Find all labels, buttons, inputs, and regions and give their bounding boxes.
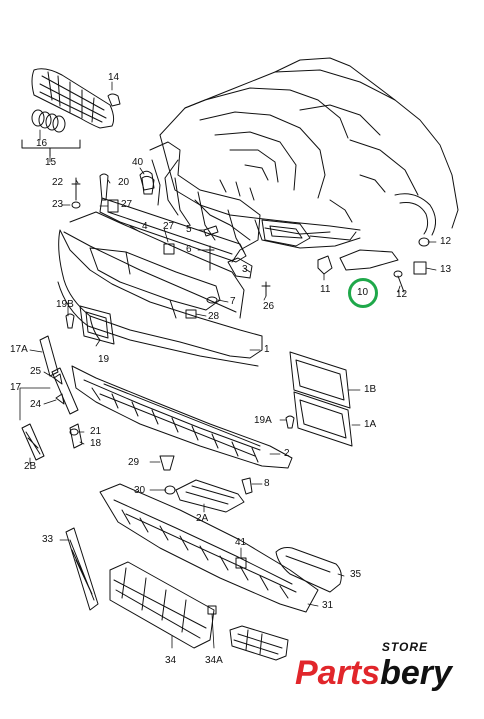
callout-26: 26 — [263, 301, 275, 312]
callout-3: 3 — [242, 264, 248, 275]
callout-15: 15 — [45, 157, 57, 168]
callout-13: 13 — [440, 264, 452, 275]
grille-insert-2a — [175, 479, 245, 513]
side-trim-17a — [39, 335, 59, 377]
trim-35 — [275, 547, 342, 593]
callout-18: 18 — [90, 438, 102, 449]
headlight — [261, 219, 311, 247]
callout-20: 20 — [118, 177, 130, 188]
callout-21: 21 — [90, 426, 102, 437]
callout-2a: 2A — [196, 513, 209, 524]
callout-8: 8 — [264, 478, 270, 489]
side-trim-17 — [51, 367, 79, 415]
callout-19a: 19A — [254, 415, 272, 426]
callout-14: 14 — [108, 72, 120, 83]
callout-17a: 17A — [10, 344, 28, 355]
callout-27-a: 27 — [121, 199, 133, 210]
leader-lines — [19, 81, 437, 649]
center-grille-34 — [109, 561, 215, 649]
callout-2b: 2B — [24, 461, 37, 472]
callout-35: 35 — [350, 569, 362, 580]
bracket-15-16 — [21, 139, 81, 157]
callout-5: 5 — [186, 224, 192, 235]
license-plate-base — [79, 305, 115, 345]
callout-2: 2 — [284, 448, 290, 459]
highlight-ring-part-10 — [348, 278, 378, 308]
side-grille-33 — [65, 527, 99, 611]
clip-14 — [107, 93, 121, 107]
side-grille-34a — [229, 625, 289, 661]
lower-grille-spoiler — [71, 365, 293, 469]
callout-28: 28 — [208, 311, 220, 322]
callout-40: 40 — [132, 157, 144, 168]
callout-16: 16 — [36, 138, 48, 149]
callout-19b: 19B — [56, 299, 74, 310]
bumper-cover — [57, 211, 263, 367]
car-body-outline — [159, 57, 459, 249]
logo-brand-dark: bery — [380, 654, 452, 692]
callout-22: 22 — [52, 177, 64, 188]
callout-24: 24 — [30, 399, 42, 410]
side-grille-2b — [21, 423, 45, 461]
callout-25: 25 — [30, 366, 42, 377]
callout-11: 11 — [320, 284, 331, 295]
callout-31: 31 — [322, 600, 334, 611]
lock-carrier — [139, 141, 261, 263]
trim-18 — [69, 423, 83, 449]
lower-grille-31 — [99, 483, 319, 613]
callout-1a: 1A — [364, 419, 377, 430]
rings-badge — [31, 109, 66, 133]
callout-1b: 1B — [364, 384, 377, 395]
logo-store-text: STORE — [381, 640, 428, 654]
callout-12-a: 12 — [440, 236, 452, 247]
callout-10: 10 — [357, 287, 369, 298]
callout-1: 1 — [264, 344, 270, 355]
callout-4: 4 — [142, 221, 148, 232]
callout-12-b: 12 — [396, 289, 408, 300]
radiator-grille — [31, 68, 115, 129]
callout-19: 19 — [98, 354, 110, 365]
callout-7: 7 — [230, 296, 236, 307]
callout-17: 17 — [10, 382, 22, 393]
headlight-inner — [269, 225, 303, 239]
logo-brand: Partsbery — [295, 656, 452, 690]
callout-29: 29 — [128, 457, 140, 468]
plate-holder-1b — [289, 351, 351, 409]
fasteners — [53, 173, 430, 615]
callout-34a: 34A — [205, 655, 223, 666]
callout-33: 33 — [42, 534, 54, 545]
callout-30: 30 — [134, 485, 146, 496]
callout-34: 34 — [165, 655, 177, 666]
callout-6: 6 — [186, 244, 192, 255]
impact-bar — [99, 197, 247, 263]
logo-brand-red: Parts — [295, 654, 381, 692]
partsbery-logo: STORE Partsbery — [295, 640, 470, 700]
callout-23: 23 — [52, 199, 64, 210]
callout-41: 41 — [235, 537, 247, 548]
plate-holder-1a — [293, 391, 353, 447]
callout-27-b: 27 — [163, 221, 175, 232]
